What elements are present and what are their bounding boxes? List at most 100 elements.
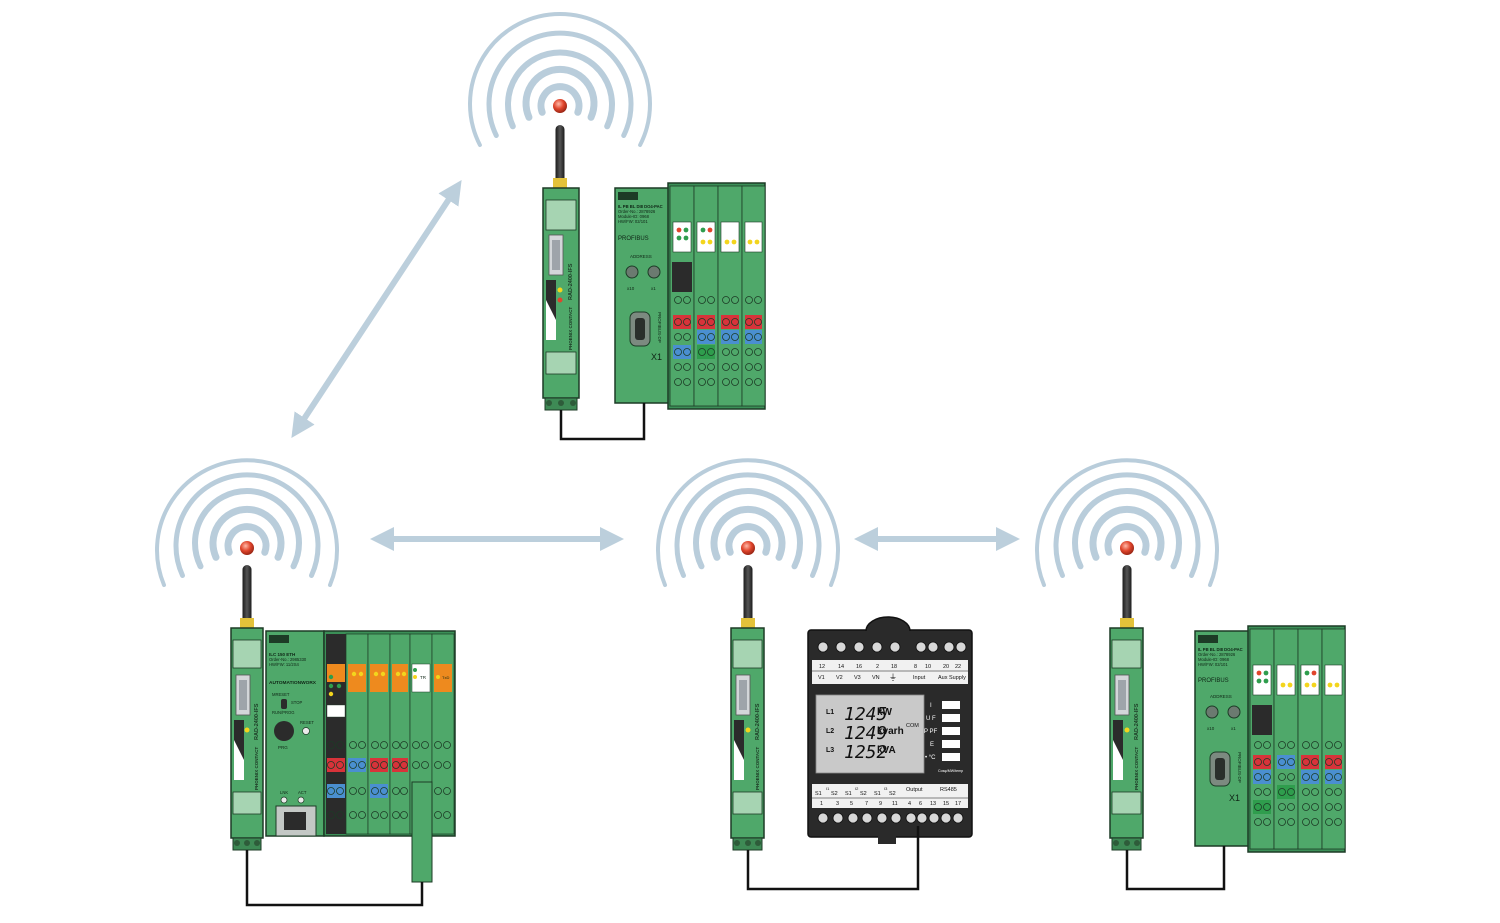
mode-switch [281,699,287,709]
dial-x1-label: x1 [1231,726,1236,731]
meter-bottom-terminal-9: 9 [879,801,882,807]
meter-current-i1: I1 [826,786,830,791]
meter-com-label: COM [906,723,919,729]
coupler-connector-label: X1 [651,352,662,362]
meter-terminal-22: 22 [955,664,961,670]
coupler-port-label: PROFIBUS-DP [657,312,662,343]
plc-act-label: ACT [298,790,307,795]
plc-mode-stop: STOP [291,700,303,705]
coupler-bus-label: PROFIBUS [618,236,649,242]
address-dial-x1 [647,265,661,279]
plc-controller: ILC 150 ETH Order-No.: 2985330 HW/FW: 11… [265,630,325,837]
meter-value-l2: 1249 [844,723,887,744]
meter-key-label-uf: U F [926,716,936,722]
dial-x10-label: x10 [1207,726,1215,731]
io-slices [667,182,766,410]
radio-model-label: RAD-2400-IFS [568,263,574,300]
antenna-led [240,541,254,555]
meter-current-i3: I3 [884,786,888,791]
link-arrow-left-top [291,179,462,439]
meter-label-input: Input [913,675,926,681]
radio-model-label: RAD-2400-IFS [254,703,260,740]
antenna-led [741,541,755,555]
signal-waves-icon [656,458,840,587]
coupler-header-line-2: Order-No.: 2878926 [618,209,656,214]
radio-model-label: RAD-2400-IFS [755,703,761,740]
meter-bottom-s2-c: S2 [889,791,896,797]
radio-brand-label: PHOENIX CONTACT [1134,747,1139,790]
wireless-link-arrows [291,179,1020,551]
antenna [1122,565,1132,627]
signal-waves-icon [1035,458,1219,587]
meter-terminal-2: 2 [876,664,879,670]
signal-waves-icon [468,12,652,147]
station-top: RAD-2400-IFS PHOENIX CONTACT IL PB BL DI… [468,12,766,441]
antenna [555,125,565,185]
coupler-port-label: PROFIBUS-DP [1237,752,1242,783]
meter-bottom-terminal-7: 7 [865,801,868,807]
coupler-header-line-4: HW/FW: 02/101 [1198,662,1228,667]
plc-mode-run: RUN/PROG [272,710,295,715]
meter-bottom-terminal-11: 11 [892,801,898,807]
meter-terminal-16: 16 [856,664,862,670]
antenna-led [1120,541,1134,555]
meter-terminal-20: 20 [943,664,949,670]
meter-bottom-terminal-17: 17 [955,801,961,807]
meter-terminal-14: 14 [838,664,844,670]
coupler-connector-label: X1 [1229,793,1240,803]
meter-bottom-output: Output [906,787,923,793]
radio-brand-label: PHOENIX CONTACT [755,747,760,790]
meter-phase-l1: L1 [826,709,834,716]
meter-label-v3: V3 [854,675,861,681]
coupler-header-line-1: IL PB BL DI8 DO4-PAC [618,204,663,209]
profibus-coupler: IL PB BL DI8 DO4-PAC Order-No.: 2878926 … [614,187,671,404]
meter-key-uf[interactable] [942,714,960,722]
plc-reset-label: RESET [300,720,314,725]
address-dial-x10 [1205,705,1219,719]
coupler-header-line-2: Order-No.: 2878926 [1198,652,1236,657]
meter-bottom-s1-c: S1 [874,791,881,797]
plc-software-label: AUTOMATIONWORX [269,680,317,686]
radio-module: RAD-2400-IFS PHOENIX CONTACT [730,627,765,851]
address-dial-x10 [625,265,639,279]
meter-bottom-terminal-6: 6 [919,801,922,807]
io-slices [1247,625,1346,853]
meter-terminal-10: 10 [925,664,931,670]
meter-key-i[interactable] [942,701,960,709]
meter-key-temp[interactable] [942,753,960,761]
meter-phase-l3: L3 [826,747,834,754]
meter-key-label-temp: • °C [925,755,936,761]
radio-module: RAD-2400-IFS PHOENIX CONTACT [230,627,264,851]
meter-label-v2: V2 [836,675,843,681]
meter-bottom-s1-b: S1 [845,791,852,797]
plc-lnk-label: LNK [280,790,288,795]
signal-waves-icon [155,458,339,587]
meter-label-vn: VN [872,675,880,681]
meter-terminal-18: 18 [891,664,897,670]
meter-keypad: I U F P PF E • °C Cosφ/MW/temp [924,701,963,773]
meter-bottom-terminal-5: 5 [850,801,853,807]
meter-key-e[interactable] [942,740,960,748]
plc-io-slices: TR TxD [323,630,456,883]
cable [245,850,424,907]
antenna [743,565,753,627]
meter-label-v1: V1 [818,675,825,681]
energy-meter: 12 14 16 2 18 8 10 20 22 V1 V2 V3 VN ⏚ I… [807,616,973,844]
cable [1125,846,1226,891]
meter-bottom-rs485: RS485 [940,787,957,793]
meter-key-ppf[interactable] [942,727,960,735]
meter-value-l1: 1245 [844,704,887,725]
coupler-header-line-4: HW/FW: 02/101 [618,219,648,224]
meter-key-label-ppf: P PF [924,729,938,735]
meter-unit-l1: kW [877,707,893,718]
meter-bottom-terminal-13: 13 [930,801,936,807]
profibus-coupler: IL PB BL DI8 DO4-PAC Order-No.: 2878926 … [1194,630,1251,847]
meter-key-label-i: I [930,703,932,709]
meter-value-l3: 1252 [844,742,887,763]
meter-unit-l3: kVA [877,745,896,756]
meter-current-i2: I2 [855,786,859,791]
dial-x10-label: x10 [627,286,635,291]
meter-cos-label: Cosφ/MW/temp [938,769,963,773]
prg-port [274,721,294,741]
